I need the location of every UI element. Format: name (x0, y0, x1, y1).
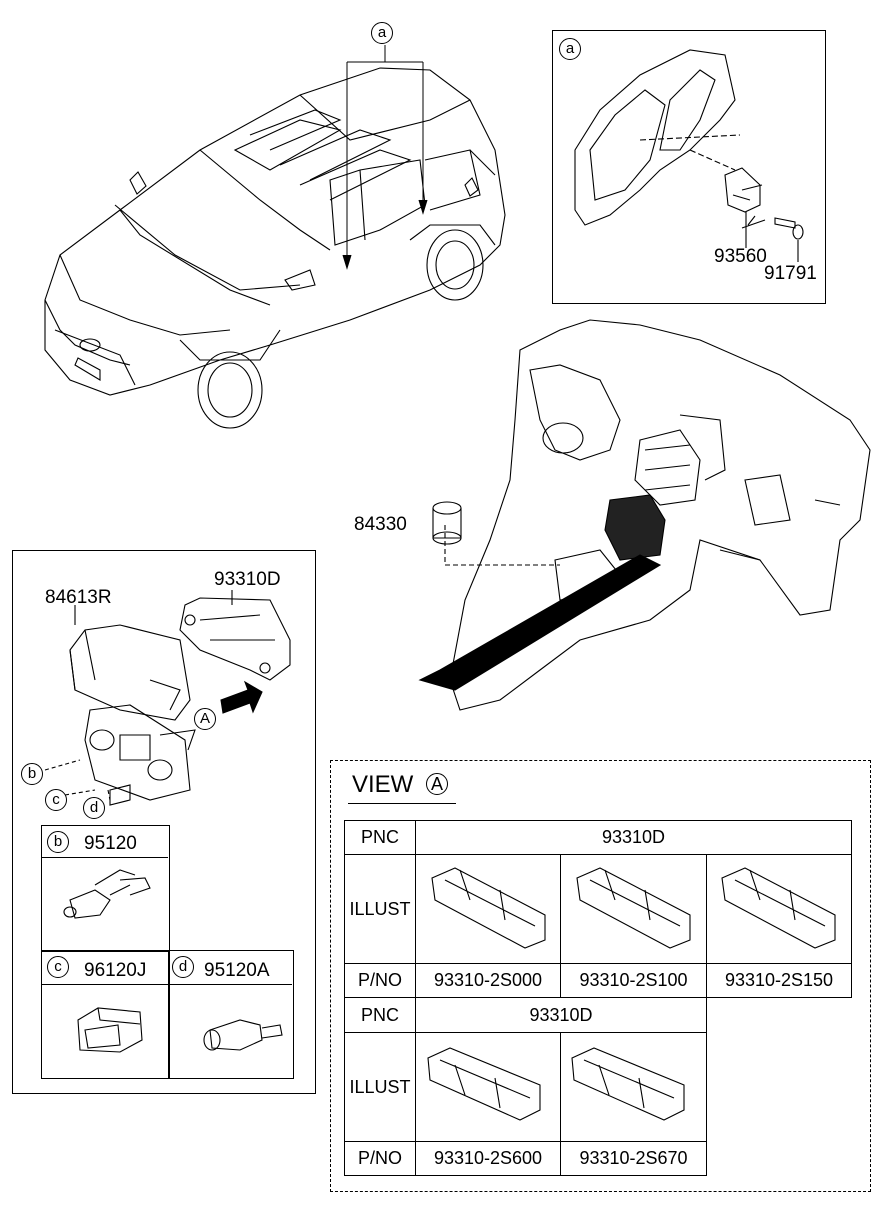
table1-pnc-value: 93310D (415, 820, 852, 855)
sub-box-d-part: 95120A (204, 960, 270, 981)
callout-a-inset: a (559, 38, 581, 60)
table2-pno-label: P/NO (344, 1141, 416, 1176)
inset-a-box (552, 30, 826, 304)
callout-b: b (21, 763, 43, 785)
table1-illust-1 (415, 854, 561, 964)
dashboard-artwork (420, 320, 870, 710)
table2-illust-label: ILLUST (344, 1032, 416, 1142)
callout-d: d (83, 797, 105, 819)
view-title-callout: A (426, 773, 448, 795)
view-title: VIEW (352, 771, 414, 798)
sub-box-b-part: 95120 (84, 833, 137, 854)
table2-illust-2 (560, 1032, 707, 1142)
sub-box-c (41, 950, 170, 1079)
table1-pno-3: 93310-2S150 (706, 963, 852, 998)
console-panel-box (12, 550, 316, 1094)
sub-box-b-letter: b (47, 831, 69, 853)
table1-pno-2: 93310-2S100 (560, 963, 707, 998)
table1-pnc-label: PNC (344, 820, 416, 855)
part-label-91791: 91791 (764, 263, 817, 284)
table1-pno-1: 93310-2S000 (415, 963, 561, 998)
sub-box-d-letter: d (172, 956, 194, 978)
part-label-84330: 84330 (354, 514, 407, 535)
table2-pnc-label: PNC (344, 997, 416, 1033)
table2-pnc-value: 93310D (415, 997, 707, 1033)
sub-box-c-part: 96120J (84, 960, 147, 981)
view-title-underline (348, 803, 456, 804)
sub-box-d (168, 950, 294, 1079)
callout-c: c (45, 789, 67, 811)
table2-illust-1 (415, 1032, 561, 1142)
console-panel-artwork (45, 590, 290, 805)
table1-pno-label: P/NO (344, 963, 416, 998)
inset-a-artwork (575, 50, 803, 262)
view-a-box (330, 760, 871, 1192)
part-label-84613R: 84613R (45, 587, 112, 608)
callout-arrow-A: A (194, 708, 216, 730)
suv-car-illustration (45, 45, 505, 428)
sub-box-artwork (64, 870, 282, 1052)
table2-pno-2: 93310-2S670 (560, 1141, 707, 1176)
table1-illust-label: ILLUST (344, 854, 416, 964)
table2-pno-1: 93310-2S600 (415, 1141, 561, 1176)
table1-illust-2 (560, 854, 707, 964)
table1-illust-3 (706, 854, 852, 964)
part-label-93560: 93560 (714, 246, 767, 267)
sub-box-b (41, 825, 170, 952)
sub-box-c-letter: c (47, 956, 69, 978)
part-label-93310D: 93310D (214, 569, 281, 590)
callout-a-car: a (371, 22, 393, 44)
switch-panel-illustrations (428, 868, 835, 1120)
